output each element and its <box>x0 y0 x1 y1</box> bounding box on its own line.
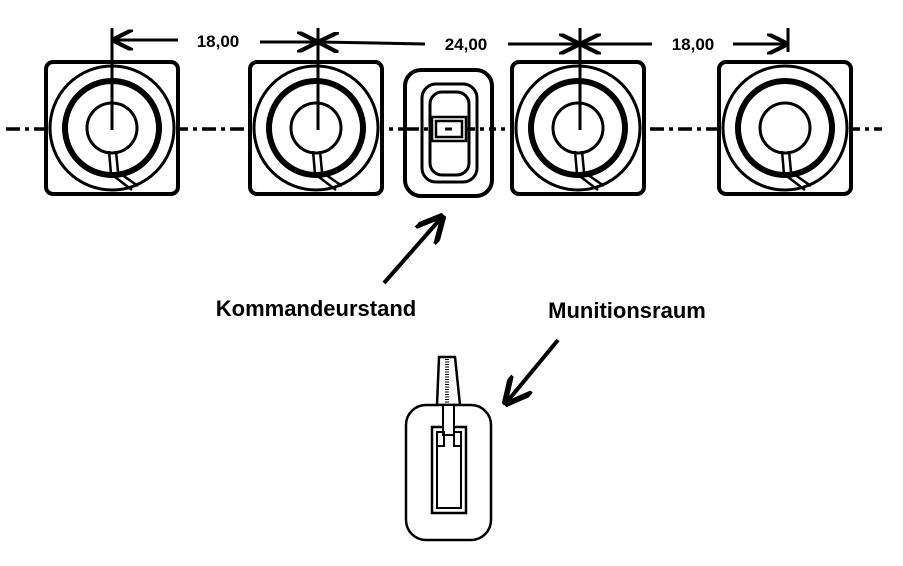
dimension-arrow-2-left <box>320 42 426 44</box>
gun-emplacement-4 <box>719 62 851 194</box>
dimension-label-1: 18,00 <box>197 32 240 51</box>
ammo-room-label: Munitionsraum <box>548 298 706 323</box>
gun-emplacement-2 <box>250 62 382 194</box>
command-post-label: Kommandeurstand <box>216 296 416 321</box>
command-post-symbol <box>403 68 494 198</box>
gun-emplacement-3 <box>512 62 644 194</box>
ammo-room-symbol <box>404 355 493 542</box>
ammo-room-arrow <box>506 338 560 403</box>
dimension-label-2: 24,00 <box>445 35 488 54</box>
dimension-label-3: 18,00 <box>672 35 715 54</box>
command-post-arrow <box>382 217 442 285</box>
